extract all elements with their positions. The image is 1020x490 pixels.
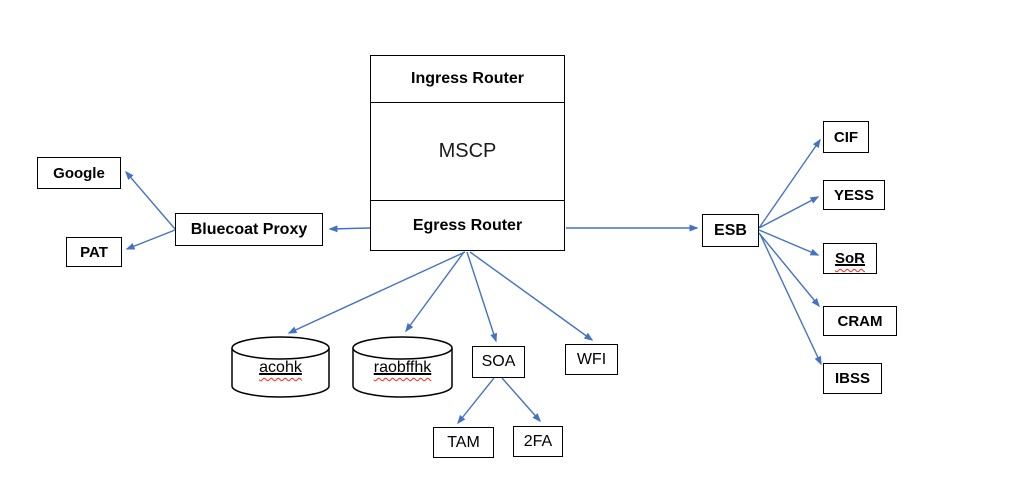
node-acohk-underline: acohk	[259, 359, 302, 377]
node-2fa-label: 2FA	[523, 432, 553, 450]
node-wfi-label: WFI	[576, 350, 607, 368]
node-egress-router-label: Egress Router	[412, 216, 523, 234]
database-cylinder-raobffhk	[352, 336, 453, 398]
node-mscp: MSCP	[371, 103, 564, 201]
node-esb-label: ESB	[714, 221, 747, 239]
node-tam: TAM	[433, 427, 494, 458]
node-ingress-router-label: Ingress Router	[411, 70, 524, 87]
node-yess: YESS	[823, 180, 885, 210]
edge-soa-2fa	[501, 377, 541, 423]
node-pat: PAT	[66, 237, 122, 267]
node-sor: SoR	[823, 243, 877, 274]
node-sor-label: SoR	[835, 250, 865, 267]
edge-egress-raobffhk	[405, 251, 465, 333]
edge-esb-ibss	[759, 233, 822, 366]
node-esb: ESB	[702, 214, 759, 247]
edge-soa-tam	[457, 377, 495, 425]
node-acohk-label: acohk	[233, 355, 328, 381]
edge-bluecoat-google	[125, 170, 176, 230]
edge-esb-cram	[758, 232, 820, 308]
node-ingress-router: Ingress Router	[371, 56, 564, 103]
node-ibss-label: IBSS	[834, 370, 870, 387]
node-egress-router: Egress Router	[371, 201, 564, 250]
node-google-label: Google	[53, 164, 105, 182]
edge-egress-acohk	[287, 251, 466, 334]
edge-bluecoat-pat	[125, 229, 176, 250]
edge-lines	[125, 138, 822, 425]
edge-esb-cif	[758, 138, 821, 229]
node-wfi: WFI	[565, 344, 618, 375]
node-raobffhk-label: raobffhk	[354, 355, 451, 381]
node-cif-label: CIF	[833, 128, 859, 146]
node-2fa: 2FA	[513, 426, 563, 457]
node-mscp-label: MSCP	[438, 140, 497, 162]
node-raobffhk-text: raobffhk	[373, 359, 432, 376]
node-cif: CIF	[823, 121, 869, 153]
database-cylinder-acohk	[231, 336, 330, 398]
node-cram-label: CRAM	[837, 312, 883, 330]
node-google: Google	[37, 157, 121, 189]
node-raobffhk-underline: raobffhk	[374, 359, 432, 377]
node-mscp-stack: Ingress Router MSCP Egress Router	[370, 55, 565, 251]
edge-egress-wfi	[469, 251, 594, 341]
node-tam-label: TAM	[447, 433, 480, 451]
edge-esb-yess	[758, 196, 820, 229]
node-pat-label: PAT	[80, 243, 108, 261]
node-yess-label: YESS	[833, 186, 875, 204]
edge-egress-bluecoat	[328, 225, 371, 233]
node-sor-underline: SoR	[835, 250, 865, 267]
node-soa: SOA	[472, 346, 525, 378]
node-ibss: IBSS	[823, 363, 882, 394]
node-bluecoat-proxy-label: Bluecoat Proxy	[190, 220, 308, 238]
node-cram: CRAM	[823, 306, 897, 336]
edge-egress-soa	[466, 251, 498, 343]
edge-esb-sor	[758, 229, 820, 256]
node-bluecoat-proxy: Bluecoat Proxy	[175, 213, 323, 246]
node-soa-label: SOA	[481, 353, 516, 370]
node-acohk-text: acohk	[259, 359, 302, 376]
